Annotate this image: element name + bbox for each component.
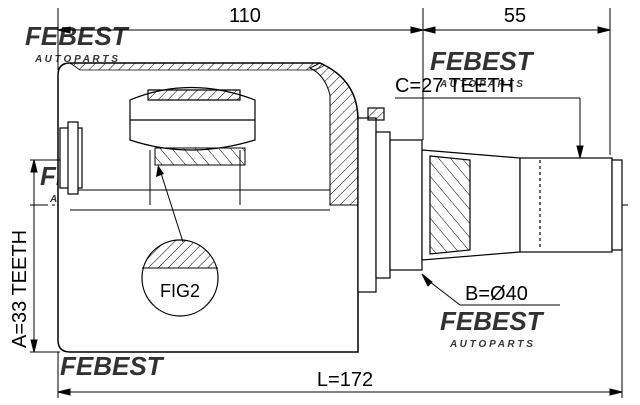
dimension-110-label: 110 bbox=[229, 5, 261, 27]
seal-diameter-leader bbox=[421, 273, 560, 306]
output-stub bbox=[421, 149, 623, 261]
overall-length-dimension bbox=[57, 250, 623, 398]
inner-cage bbox=[129, 86, 256, 151]
outer-spline-leader bbox=[395, 97, 584, 159]
dimension-55 bbox=[422, 8, 611, 155]
housing-wall-hatch bbox=[308, 62, 359, 206]
housing-top-hatch bbox=[68, 62, 324, 71]
inner-spline-label: A=33 TEETH bbox=[9, 230, 31, 348]
watermark-brand: FEBEST bbox=[440, 306, 545, 336]
left-flange bbox=[59, 121, 83, 195]
overall-length-label: L=172 bbox=[317, 369, 373, 391]
watermark-subtitle: A U T O P A R T S bbox=[439, 79, 523, 90]
fig2-label: FIG2 bbox=[160, 281, 200, 301]
dimension-55-label: 55 bbox=[504, 5, 526, 27]
seal-diameter-label: B=Ø40 bbox=[465, 283, 528, 305]
inner-spline-dimension bbox=[30, 159, 60, 353]
watermark-subtitle: A U T O P A R T S bbox=[449, 339, 533, 350]
watermark-brand: FEBEST bbox=[60, 351, 165, 381]
watermark-brand: FEBEST bbox=[25, 21, 130, 51]
watermark-subtitle: A U T O P A R T S bbox=[34, 54, 118, 65]
watermark-brand: FEBEST bbox=[430, 46, 535, 76]
outer-spline-label: C=27 TEETH bbox=[395, 75, 514, 97]
seal-collar bbox=[357, 107, 423, 293]
inner-hub bbox=[154, 147, 246, 166]
